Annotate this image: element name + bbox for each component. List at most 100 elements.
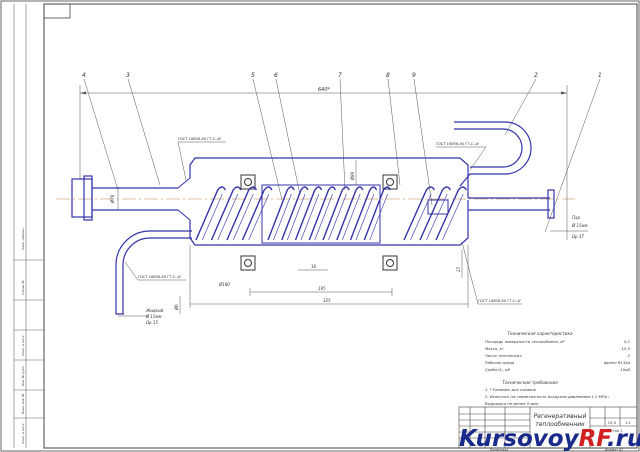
spec-row-0-label: Площадь поверхности теплообмена, м² [485, 339, 565, 344]
title-block-texts: Регенеративный теплообменник 15,5 1:1 Ли… [490, 413, 631, 452]
u-tube-bottom-outer [115, 230, 192, 315]
gost-bottom-right: ГОСТ 16806-80 ГТ-С₁-И [478, 299, 521, 303]
left-flange [71, 178, 93, 218]
j-tube-top-inner [454, 128, 523, 168]
coil-turn-inner [426, 193, 448, 241]
gost-top-right: ГОСТ 16806-80 ГТ-С₁-И [436, 142, 479, 146]
watermark-part1: Kursovoy [459, 426, 580, 452]
strip-label-0: Перв. примен. [21, 227, 25, 250]
gost-bottom-left: ГОСТ 16806-80 ГТ-С₁-И [138, 275, 181, 279]
dim-h-center: Ø89 [350, 171, 355, 181]
coil-turn-inner [314, 193, 333, 241]
coil-turn-inner [442, 193, 464, 241]
left-flange-plate [83, 175, 93, 221]
spec-row-2-label: Число теплоносит. [485, 353, 523, 358]
callout-leaders [83, 78, 601, 233]
stamp-footer-right: Формат А1 [605, 448, 623, 452]
left-cone [177, 177, 191, 221]
coil-turn [195, 186, 227, 241]
flow-bottom-1: Жидкий [145, 308, 164, 313]
coil-turn-inner [248, 193, 270, 241]
coil-turn-inner [287, 193, 306, 241]
spec-row-4-value: 10кВ [620, 367, 630, 372]
coil-turn [294, 186, 323, 241]
spec-row-1-label: Масса, кг [485, 346, 505, 351]
support-brackets [240, 174, 398, 271]
flow-right-1: Пар [572, 215, 580, 220]
callout-5: 8 [386, 72, 390, 79]
spec-title: Техническая характеристика [507, 331, 573, 336]
req-title: Технические требования [502, 380, 558, 385]
dim-d-right: 25 [456, 266, 461, 272]
stamp-title-2: теплообменник [535, 421, 585, 428]
coil-turn [435, 186, 468, 241]
flow-leaders [118, 230, 588, 317]
requirements-block: Технические требования 1. * Размеры для … [485, 380, 610, 406]
dim-d-left: Ø76 [110, 194, 115, 204]
callout-2: 5 [251, 72, 255, 79]
stamp-title-1: Регенеративный [534, 413, 587, 420]
dim-len-inner: 195 [318, 286, 326, 291]
overall-dimension: 640* [79, 85, 568, 240]
inner-dim-texts: Ø76 Ø89 16 195 325 Ø180 25 Ø6 [110, 171, 461, 311]
coil-turn-inner [300, 193, 320, 241]
callout-0: 4 [82, 72, 86, 79]
right-outlet-pipe [468, 197, 550, 211]
bracket-br-hole [386, 259, 394, 267]
flow-right-2: Ø 15мм [571, 223, 588, 228]
watermark-part3: .ru [607, 426, 640, 452]
callout-1: 3 [126, 72, 130, 79]
dim-pitch: 16 [311, 264, 317, 269]
inner-sleeve [261, 184, 381, 244]
flow-bottom-2: Ø 15мм [145, 314, 162, 319]
bracket-bl-hole [244, 259, 252, 267]
shell-bottom [189, 200, 469, 246]
inner-frame [43, 3, 638, 449]
req-line-2: Выдержка не менее 5 мин. [485, 401, 539, 406]
coil-turn [419, 186, 452, 241]
coil-turn-inner [232, 193, 254, 241]
coil-turn-inner [273, 193, 292, 241]
left-strip: Перв. примен. Справ. № Подп. и дата Инв.… [13, 4, 44, 448]
strip-label-2: Подп. и дата [21, 335, 25, 356]
heat-exchanger-assembly [71, 121, 555, 315]
coil-turn [308, 186, 337, 241]
coil-turn-inner [201, 193, 223, 241]
coil-turn [403, 186, 436, 241]
strip-label-1: Справ. № [21, 280, 25, 295]
coil-turn [210, 186, 242, 241]
spec-row-1-value: 15,5 [622, 346, 631, 351]
callout-8: 1 [598, 72, 602, 79]
coil-turn-inner [369, 193, 388, 241]
flow-bottom-3: Ωр 15 [145, 320, 158, 325]
coil-turn [281, 186, 309, 241]
inner-dimensions [117, 160, 469, 314]
bracket-tr-hole [386, 178, 394, 186]
callout-3: 6 [274, 72, 278, 79]
strip-label-3: Инв. № дубл. [21, 365, 25, 386]
spec-row-4-label: Сруба Q₀, кВ [485, 367, 510, 372]
spec-block: Техническая характеристика Площадь повер… [485, 331, 631, 372]
coil-turn [267, 186, 295, 241]
coil-turn [336, 186, 364, 241]
callout-6: 9 [412, 72, 416, 79]
spec-row-3-label: Рабочая среда [485, 360, 515, 365]
req-line-0: 1. * Размеры для справок [485, 387, 537, 392]
gost-top-left: ГОСТ 16806-80 ГТ-С₁-И [178, 137, 221, 141]
bracket-tl-hole [244, 178, 252, 186]
dim-len-outer: 325 [323, 298, 331, 303]
left-inlet-pipe [92, 187, 178, 211]
right-fitting [427, 199, 449, 215]
watermark: KursovoyRF.ru [459, 426, 640, 452]
coil-turn-inner [342, 193, 361, 241]
stamp-footer-left: Копировал [490, 448, 508, 452]
dim-d-bottom: Ø180 [218, 282, 230, 287]
coil-turn [241, 186, 273, 241]
watermark-part2: RF [579, 426, 613, 452]
spec-row-3-value: фреон R134а [604, 360, 631, 365]
coil-turn [349, 186, 378, 241]
bracket-tl [240, 174, 256, 190]
